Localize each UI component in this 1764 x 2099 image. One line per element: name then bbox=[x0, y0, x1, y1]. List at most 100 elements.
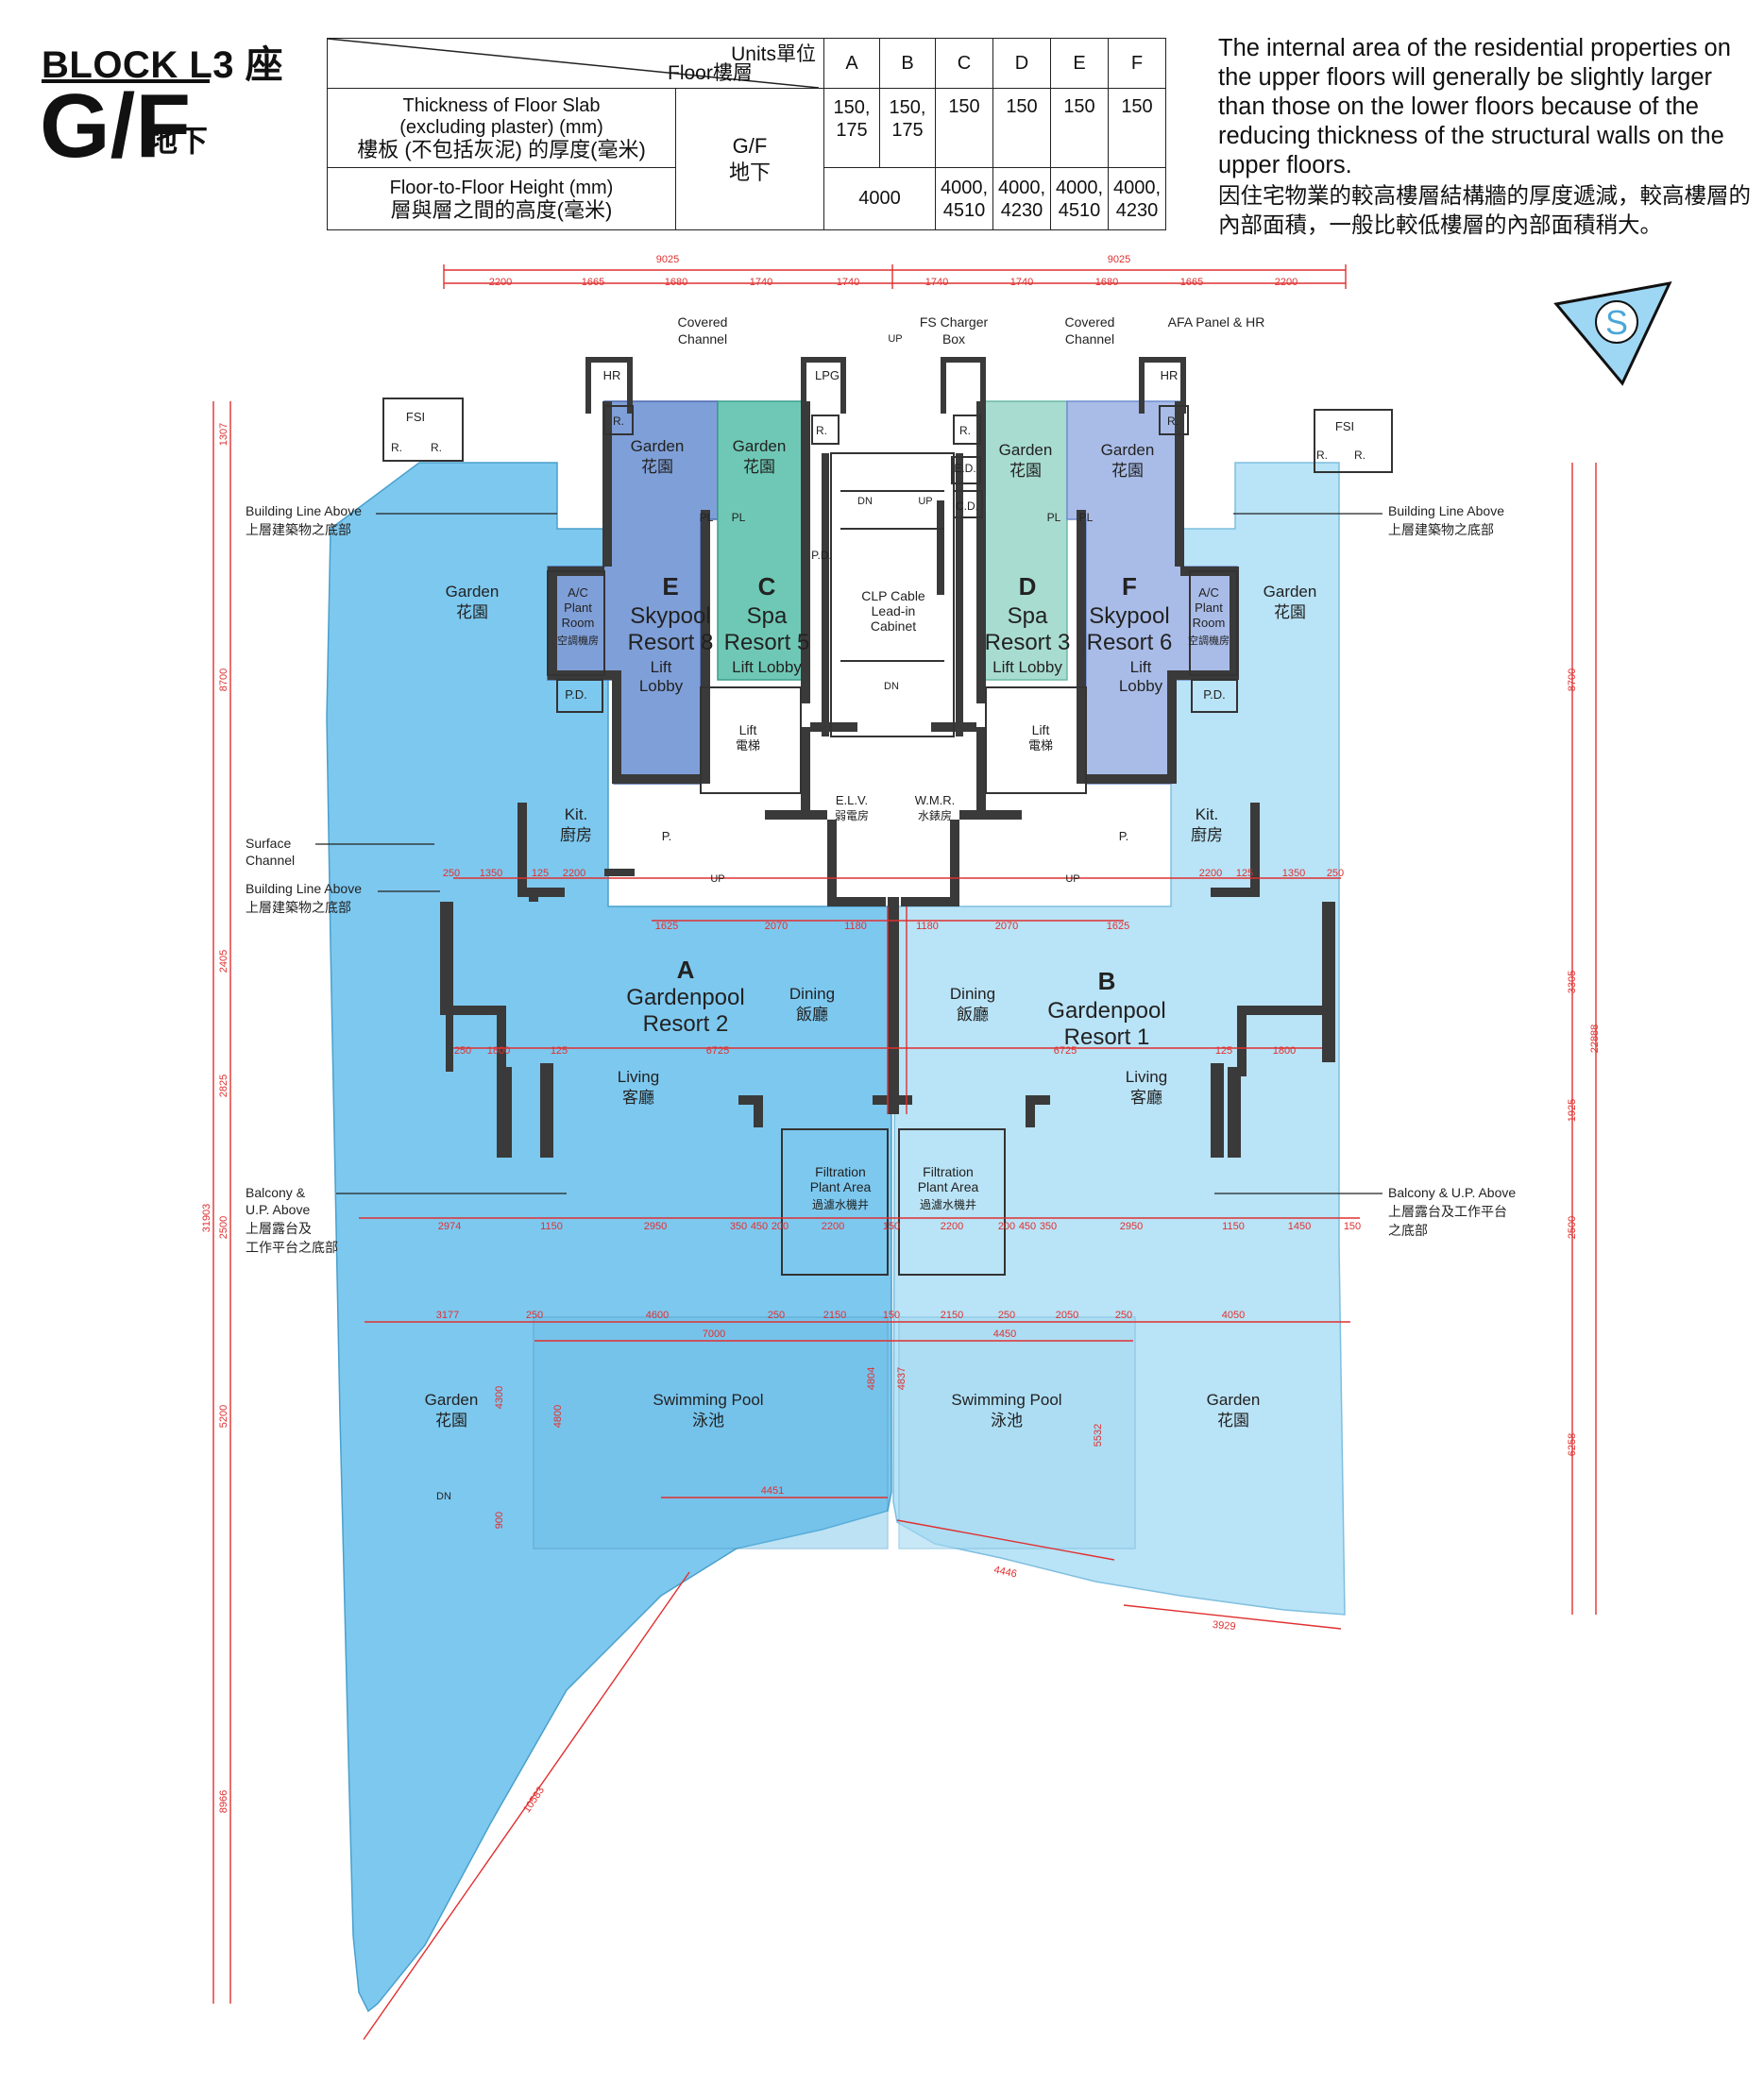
pool-a-en: Swimming Pool bbox=[653, 1391, 763, 1409]
garden-e-cn: 花園 bbox=[641, 458, 673, 476]
unit-e-name-1: Skypool bbox=[630, 603, 710, 629]
dim-pool-r-5: 4050 bbox=[1222, 1310, 1245, 1321]
dim-top-6: 1740 bbox=[925, 277, 948, 288]
filtration-a-2: Plant Area bbox=[810, 1179, 872, 1194]
height-label-cell: Floor-to-Floor Height (mm) 層與層之間的高度(毫米) bbox=[327, 167, 676, 230]
unit-col-e: E bbox=[1050, 38, 1109, 89]
pd-right: P.D. bbox=[1203, 687, 1226, 702]
unit-f-name-1: Skypool bbox=[1089, 603, 1169, 629]
covered-channel-left-1: Covered bbox=[678, 314, 728, 330]
dim-din-1: 1625 bbox=[655, 921, 678, 932]
garden-b-lower-cn: 花園 bbox=[1217, 1412, 1249, 1430]
dim-balc-r-4: 350 bbox=[1040, 1221, 1057, 1232]
height-e-1: 4000, bbox=[1055, 177, 1104, 198]
dim-din-3: 1180 bbox=[844, 921, 867, 932]
dim-liv-l-3: 125 bbox=[551, 1045, 568, 1057]
dim-din-6: 1625 bbox=[1107, 921, 1129, 932]
compass-icon: S bbox=[1553, 280, 1672, 386]
dim-depth-5: 5532 bbox=[1093, 1424, 1104, 1447]
surface-channel-2: Channel bbox=[246, 853, 295, 868]
kitchen-b-en: Kit. bbox=[1196, 805, 1219, 823]
covered-channel-right-2: Channel bbox=[1065, 331, 1114, 347]
dining-b-cn: 飯廳 bbox=[957, 1006, 989, 1024]
slab-d: 150 bbox=[992, 88, 1051, 168]
elv-room-cn: 弱電房 bbox=[835, 808, 869, 822]
dim-balc-r-5: 2950 bbox=[1120, 1221, 1143, 1232]
dim-left-5: 2500 bbox=[218, 1216, 229, 1239]
garden-e-en: Garden bbox=[631, 437, 685, 455]
dim-left-2: 8700 bbox=[218, 669, 229, 691]
dim-depth-6: 900 bbox=[494, 1512, 505, 1529]
block-label: BLOCK L3 座 bbox=[42, 44, 284, 86]
unit-col-f: F bbox=[1108, 38, 1166, 89]
r-tag-4: R. bbox=[1167, 415, 1179, 428]
filtration-b-1: Filtration bbox=[923, 1164, 974, 1179]
unit-f-letter: F bbox=[1122, 572, 1137, 601]
balcony-left-cn-1: 上層露台及 bbox=[246, 1221, 312, 1236]
pl-d: PL bbox=[1047, 511, 1061, 524]
fsi-right: FSI bbox=[1335, 419, 1354, 433]
up-top: UP bbox=[888, 333, 902, 345]
dim-mid-r-2: 125 bbox=[1236, 868, 1253, 879]
dim-pool-r-4: 250 bbox=[1115, 1310, 1132, 1321]
up-right: UP bbox=[1065, 873, 1079, 885]
unit-col-d: D bbox=[992, 38, 1051, 89]
slab-e: 150 bbox=[1050, 88, 1109, 168]
living-a-cn: 客廳 bbox=[622, 1089, 654, 1107]
surface-channel-1: Surface bbox=[246, 836, 291, 851]
building-line-left-en: Building Line Above bbox=[246, 503, 362, 518]
structural-walls bbox=[440, 357, 1335, 1158]
slab-a-1: 150, bbox=[833, 97, 871, 118]
garden-b-upper-cn: 花園 bbox=[1274, 603, 1306, 621]
floor-header-label: Floor樓層 bbox=[668, 62, 753, 84]
living-b-cn: 客廳 bbox=[1130, 1089, 1162, 1107]
unit-a-letter: A bbox=[677, 956, 695, 984]
dim-balc-l-7: 2200 bbox=[822, 1221, 844, 1232]
dim-top-3: 1680 bbox=[665, 277, 687, 288]
kitchen-b-cn: 廚房 bbox=[1191, 825, 1223, 844]
dim-din-2: 2070 bbox=[765, 921, 788, 932]
floor-spec-table: Units單位 Floor樓層 A B C D E F Thickness of… bbox=[327, 38, 1166, 230]
floor-value-cn: 地下 bbox=[728, 160, 771, 184]
unit-b-letter: B bbox=[1098, 967, 1116, 995]
dim-top-9: 1665 bbox=[1180, 277, 1203, 288]
pool-b-en: Swimming Pool bbox=[951, 1391, 1061, 1409]
ac-left-3: Room bbox=[562, 616, 595, 630]
dim-top-8: 1680 bbox=[1095, 277, 1118, 288]
slab-label-en-2: (excluding plaster) (mm) bbox=[399, 117, 603, 138]
lift-left-en: Lift bbox=[739, 722, 757, 737]
dn-core: DN bbox=[857, 496, 873, 507]
unit-d-letter: D bbox=[1019, 572, 1037, 601]
clp-cabinet-2: Lead-in bbox=[872, 603, 916, 618]
height-e-2: 4510 bbox=[1058, 199, 1101, 221]
dining-a-en: Dining bbox=[789, 985, 835, 1003]
unit-a-area bbox=[326, 462, 892, 2013]
dim-right-1: 8700 bbox=[1567, 669, 1578, 691]
garden-f-en: Garden bbox=[1101, 441, 1155, 459]
slab-label-cell: Thickness of Floor Slab (excluding plast… bbox=[327, 88, 676, 168]
filtration-b-cn: 過濾水機井 bbox=[920, 1197, 976, 1211]
kitchen-a-cn: 廚房 bbox=[560, 825, 592, 844]
dim-depth-4: 4837 bbox=[896, 1367, 907, 1390]
lift-lobby-f-2: Lobby bbox=[1119, 677, 1163, 695]
hr-right: HR bbox=[1161, 368, 1179, 382]
dim-pool-l-2: 250 bbox=[526, 1310, 543, 1321]
dim-right-2: 3305 bbox=[1567, 971, 1578, 993]
dim-left-4: 2825 bbox=[218, 1075, 229, 1097]
balcony-left-1: Balcony & bbox=[246, 1185, 306, 1200]
lpg-tag: LPG bbox=[815, 368, 840, 382]
dim-balc-l-6: 200 bbox=[772, 1221, 789, 1232]
dim-top-2: 1665 bbox=[582, 277, 604, 288]
garden-c-en: Garden bbox=[733, 437, 787, 455]
slab-b-2: 175 bbox=[891, 120, 924, 141]
garden-d-en: Garden bbox=[999, 441, 1053, 459]
dim-mid-l-4: 2200 bbox=[563, 868, 585, 879]
ed-tag: E.D. bbox=[954, 462, 975, 475]
garden-b-upper-en: Garden bbox=[1264, 583, 1317, 601]
slab-f: 150 bbox=[1108, 88, 1166, 168]
dim-left-1: 1307 bbox=[218, 423, 229, 446]
dim-top-total-left: 9025 bbox=[656, 254, 679, 265]
internal-area-note-en: The internal area of the residential pro… bbox=[1218, 35, 1731, 178]
callouts: Covered Channel FS Charger Box Covered C… bbox=[246, 314, 1516, 1255]
slab-a-2: 175 bbox=[836, 120, 868, 141]
